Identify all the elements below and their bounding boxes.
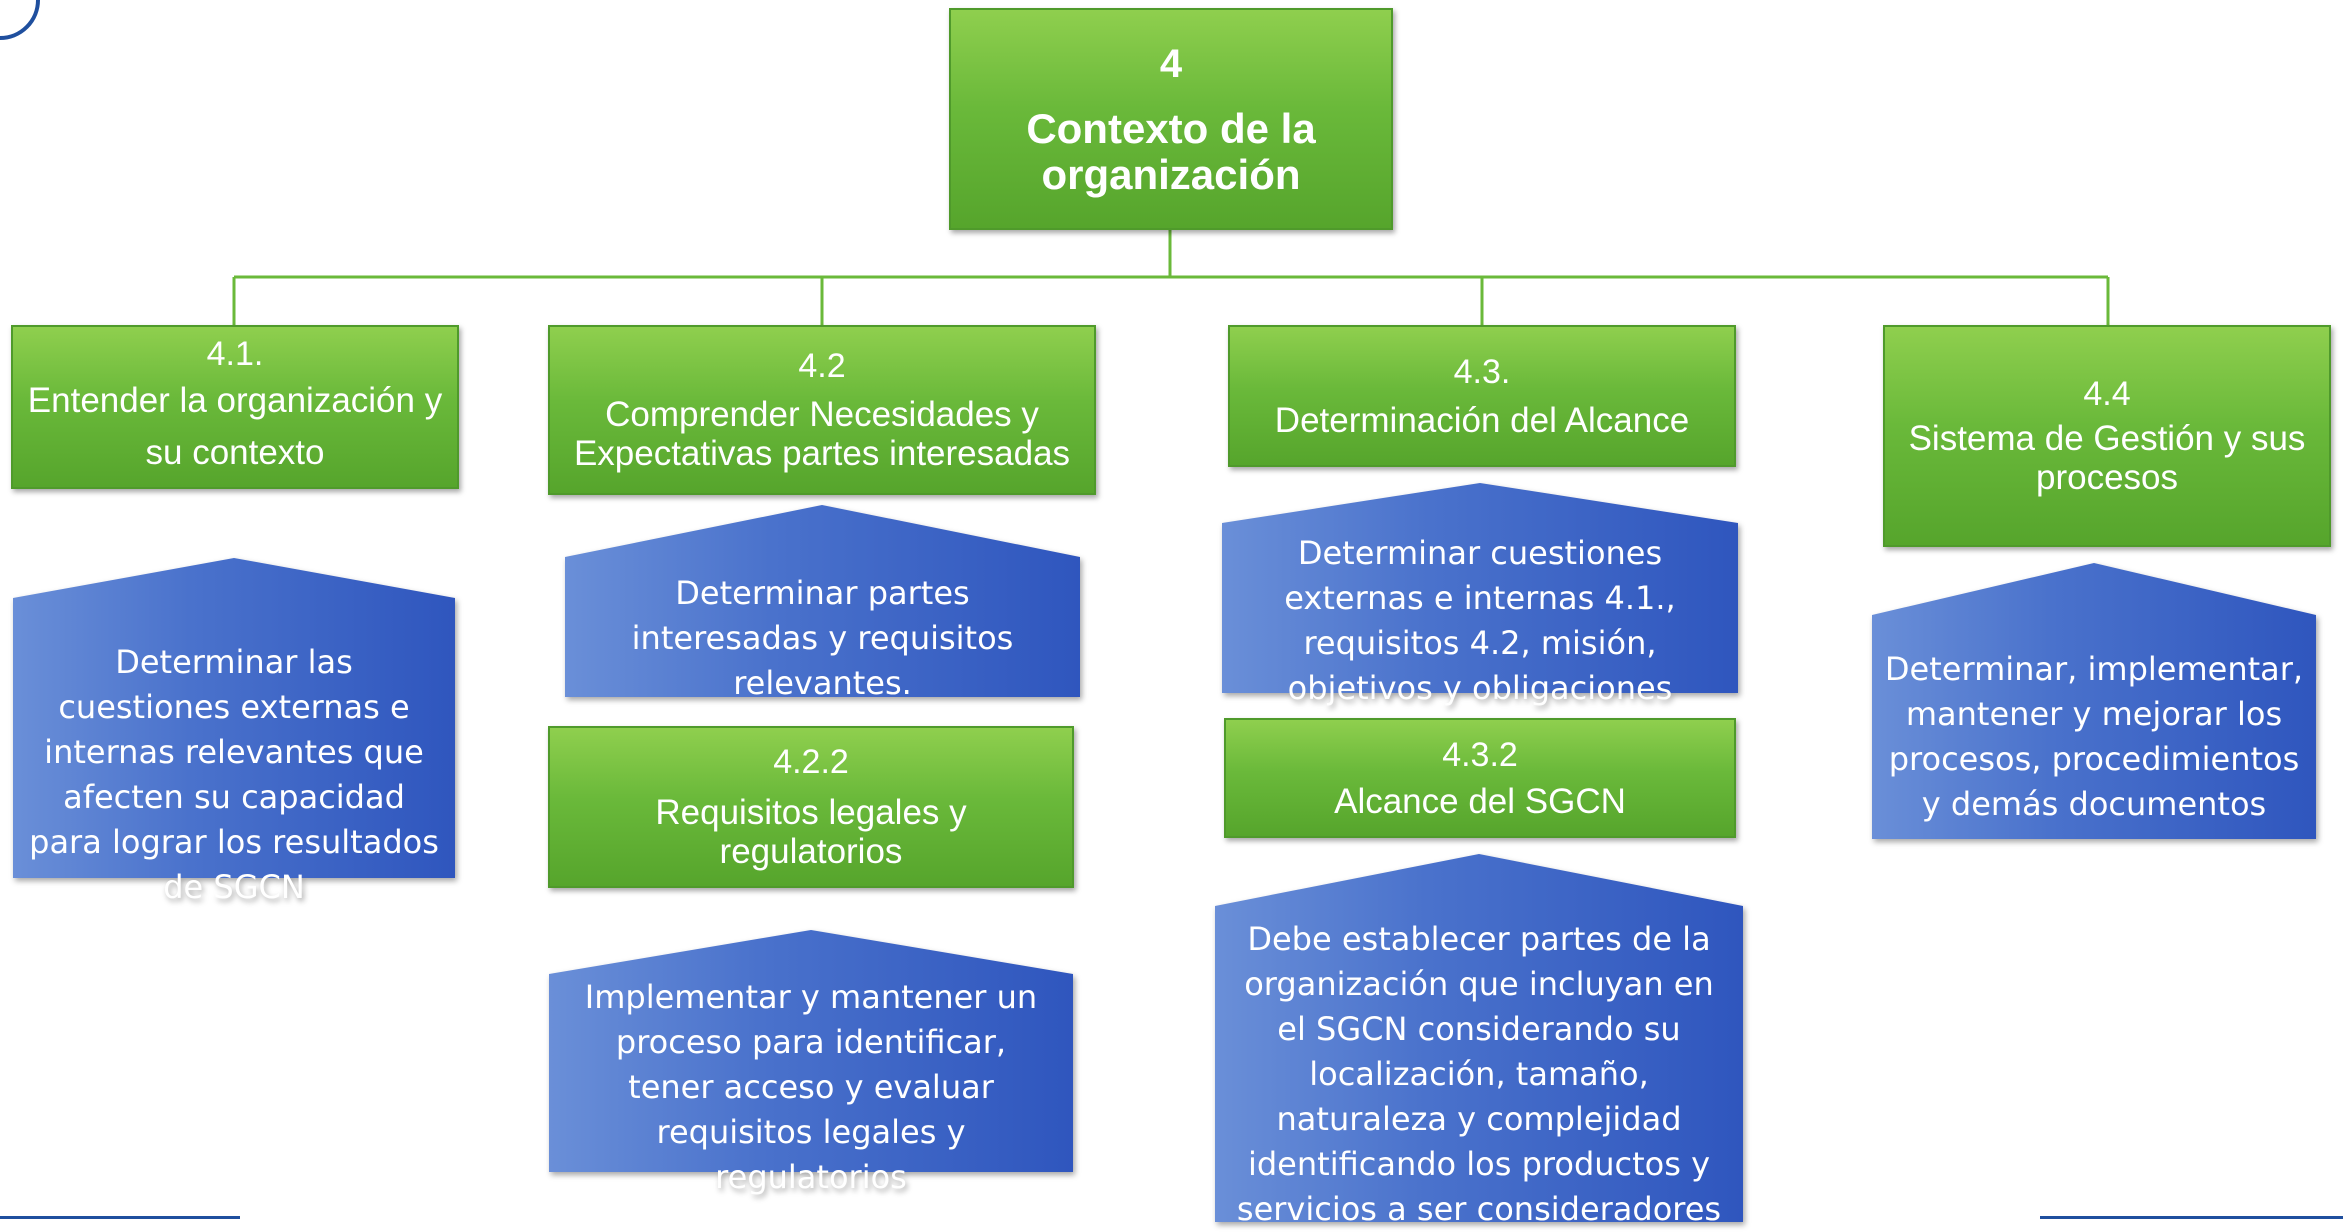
branch-number: 4.2 bbox=[798, 347, 846, 386]
branch-number: 4.1. bbox=[206, 335, 264, 374]
branch-node-4-4: 4.4 Sistema de Gestión y sus procesos bbox=[1883, 325, 2331, 547]
branch-title: Entender la organización y su contexto bbox=[27, 380, 443, 473]
branch-title: Comprender Necesidades y Expectativas pa… bbox=[573, 395, 1071, 474]
branch-title: Sistema de Gestión y sus procesos bbox=[1908, 419, 2306, 498]
branch-title: Determinación del Alcance bbox=[1274, 400, 1690, 440]
pentagon-shape bbox=[13, 558, 455, 878]
root-title: Contexto de la organización bbox=[1026, 104, 1316, 198]
branch-number: 4.3. bbox=[1453, 353, 1511, 391]
branch-number: 4.4 bbox=[2083, 375, 2131, 414]
footer-line-right bbox=[2040, 1216, 2343, 1219]
root-node: 4 Contexto de la organización bbox=[949, 8, 1393, 230]
desc-node-4-3: Determinar cuestiones externas e interna… bbox=[1222, 483, 1738, 707]
desc-node-4-2: Determinar partes interesadas y requisit… bbox=[565, 505, 1080, 702]
pentagon-shape bbox=[565, 505, 1080, 697]
subbranch-number: 4.2.2 bbox=[773, 743, 849, 782]
desc-text: Debe establecer partes de la organizació… bbox=[1236, 920, 1722, 1228]
desc-node-4-3-2: Debe establecer partes de la organizació… bbox=[1215, 854, 1743, 1228]
subbranch-title: Alcance del SGCN bbox=[1334, 781, 1626, 821]
desc-text: Determinar las cuestiones externas e int… bbox=[29, 643, 439, 906]
desc-node-4-1: Determinar las cuestiones externas e int… bbox=[13, 558, 455, 906]
desc-text: Implementar y mantener un proceso para i… bbox=[584, 978, 1038, 1196]
branch-node-4-3: 4.3. Determinación del Alcance bbox=[1228, 325, 1736, 467]
subbranch-number: 4.3.2 bbox=[1442, 736, 1518, 774]
pentagon-shape bbox=[1222, 483, 1738, 693]
pentagon-shape bbox=[1872, 563, 2316, 839]
subbranch-node-4-2-2: 4.2.2 Requisitos legales y regulatorios bbox=[548, 726, 1074, 888]
desc-node-4-4: Determinar, implementar, mantener y mejo… bbox=[1872, 563, 2316, 839]
root-number: 4 bbox=[1159, 41, 1183, 86]
pentagon-shape bbox=[549, 930, 1073, 1172]
subbranch-node-4-3-2: 4.3.2 Alcance del SGCN bbox=[1224, 718, 1736, 838]
footer-line-left bbox=[0, 1216, 240, 1219]
branch-node-4-2: 4.2 Comprender Necesidades y Expectativa… bbox=[548, 325, 1096, 495]
desc-text: Determinar partes interesadas y requisit… bbox=[631, 574, 1014, 702]
pentagon-shape bbox=[1215, 854, 1743, 1222]
desc-text: Determinar cuestiones externas e interna… bbox=[1284, 534, 1676, 707]
desc-node-4-2-2: Implementar y mantener un proceso para i… bbox=[549, 930, 1073, 1196]
desc-text: Determinar, implementar, mantener y mejo… bbox=[1884, 650, 2304, 823]
subbranch-title: Requisitos legales y regulatorios bbox=[655, 793, 967, 872]
branch-node-4-1: 4.1. Entender la organización y su conte… bbox=[11, 325, 459, 489]
